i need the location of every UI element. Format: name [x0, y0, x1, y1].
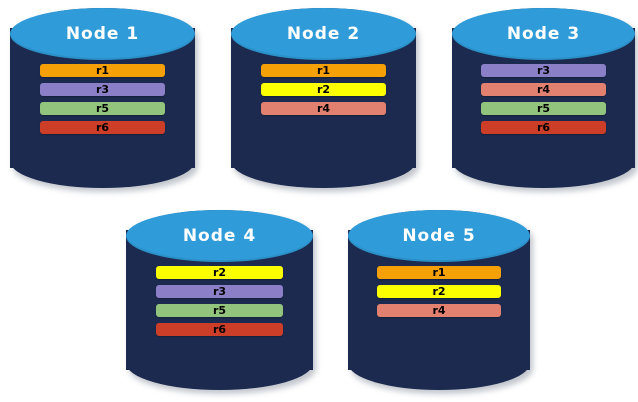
replica-bar-r2[interactable]: r2: [155, 265, 284, 279]
replica-label: r1: [95, 63, 110, 77]
replica-stack: r2 r3 r5 r6: [155, 265, 284, 342]
node-label: Node 3: [506, 24, 581, 45]
replica-label: r2: [212, 265, 227, 279]
cylinder-top-disc: [348, 210, 530, 263]
database-node-4[interactable]: Node 4 r2 r3 r5 r6: [126, 210, 316, 394]
cylinder-top-disc: [10, 8, 195, 61]
replica-label: r6: [536, 120, 551, 134]
replica-label: r2: [432, 284, 446, 298]
replica-label: r3: [536, 63, 551, 77]
replica-label: r5: [95, 101, 110, 115]
database-node-1[interactable]: Node 1 r1 r3 r5 r6: [10, 8, 198, 192]
replica-bar-r2[interactable]: r2: [260, 82, 387, 96]
replica-bar-r3[interactable]: r3: [481, 63, 606, 77]
replica-bar-r1[interactable]: r1: [377, 265, 501, 279]
replica-label: r4: [432, 303, 446, 317]
replica-bar-r6[interactable]: r6: [481, 120, 606, 134]
replica-label: r3: [95, 82, 110, 96]
replica-bar-r3[interactable]: r3: [39, 82, 166, 96]
replica-bar-r4[interactable]: r4: [481, 82, 606, 96]
database-node-3[interactable]: Node 3 r3 r4 r5 r6: [452, 8, 638, 192]
replica-bar-r1[interactable]: r1: [39, 63, 166, 77]
cylinder-top-disc: [231, 8, 416, 61]
replica-label: r5: [536, 101, 551, 115]
replica-label: r1: [316, 63, 331, 77]
node-label: Node 5: [402, 226, 476, 247]
replica-bar-r3[interactable]: r3: [155, 284, 284, 298]
replica-stack: r1 r3 r5 r6: [39, 63, 166, 140]
replica-bar-r5[interactable]: r5: [39, 101, 166, 115]
replica-stack: r3 r4 r5 r6: [481, 63, 606, 140]
replica-stack: r1 r2 r4: [260, 63, 387, 121]
node-label: Node 1: [65, 24, 140, 45]
cylinder-top-disc: [126, 210, 313, 263]
replica-label: r2: [316, 82, 331, 96]
node-label: Node 2: [286, 24, 361, 45]
replica-bar-r6[interactable]: r6: [155, 322, 284, 336]
replica-label: r5: [212, 303, 227, 317]
node-label: Node 4: [182, 226, 257, 247]
replica-bar-r2[interactable]: r2: [377, 284, 501, 298]
replica-label: r4: [536, 82, 551, 96]
database-node-2[interactable]: Node 2 r1 r2 r4: [231, 8, 419, 192]
replica-bar-r4[interactable]: r4: [260, 101, 387, 115]
replica-label: r4: [316, 101, 331, 115]
replica-bar-r6[interactable]: r6: [39, 120, 166, 134]
replica-label: r1: [432, 265, 446, 279]
replica-label: r6: [212, 322, 227, 336]
database-node-5[interactable]: Node 5 r1 r2 r4: [348, 210, 533, 394]
replica-stack: r1 r2 r4: [377, 265, 501, 323]
replica-bar-r4[interactable]: r4: [377, 303, 501, 317]
replica-bar-r5[interactable]: r5: [481, 101, 606, 115]
cylinder-top-disc: [452, 8, 635, 61]
replica-label: r6: [95, 120, 110, 134]
replica-bar-r1[interactable]: r1: [260, 63, 387, 77]
replica-label: r3: [212, 284, 227, 298]
replica-bar-r5[interactable]: r5: [155, 303, 284, 317]
